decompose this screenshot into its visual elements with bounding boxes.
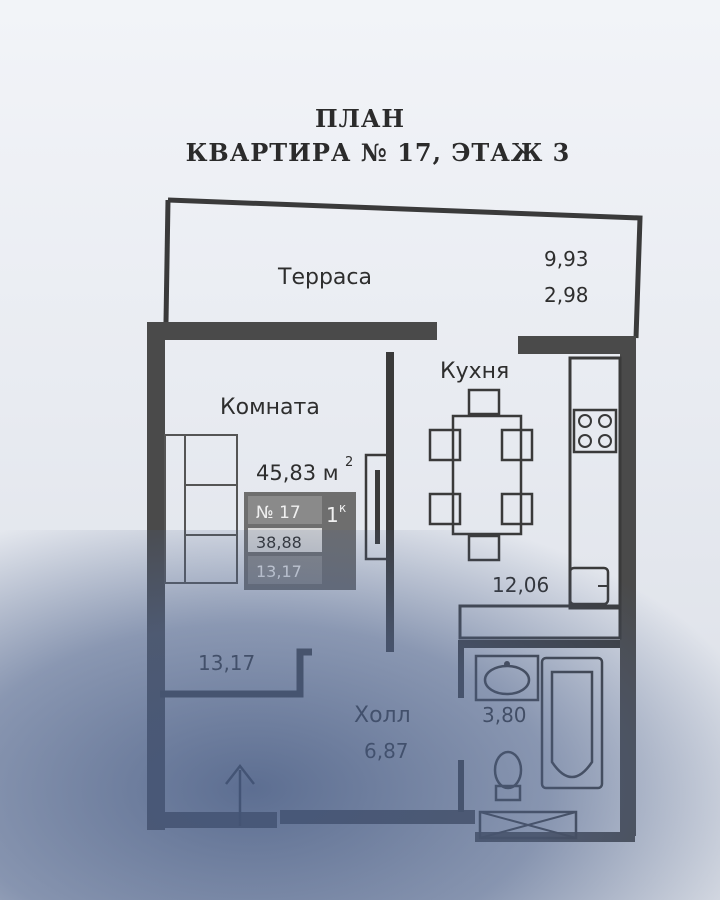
stove-burner-2 bbox=[598, 414, 612, 428]
kitchen-area: 12,06 bbox=[492, 573, 549, 597]
chair-left-2 bbox=[428, 492, 462, 526]
terrace bbox=[163, 197, 643, 339]
terrace-outer-wall bbox=[167, 197, 643, 339]
washbasin-drain bbox=[504, 661, 510, 667]
bathtub-inner bbox=[550, 670, 594, 779]
bathroom-fixtures bbox=[474, 654, 604, 840]
bottom-wall-left bbox=[147, 812, 277, 828]
chair-right-2 bbox=[500, 492, 534, 526]
room-kitchen-wall bbox=[386, 352, 394, 652]
chair-bottom bbox=[467, 534, 501, 562]
bath-left-wall-bottom bbox=[458, 760, 464, 812]
plan-title: ПЛАН bbox=[314, 104, 406, 133]
hall-label: Холл bbox=[354, 703, 411, 728]
tile-room-count: 1 bbox=[326, 503, 339, 527]
tile-room-area: 13,17 bbox=[256, 562, 302, 581]
sofa-frame bbox=[164, 434, 238, 584]
wardrobe-rail bbox=[375, 470, 380, 544]
tile-number-cell bbox=[248, 496, 322, 524]
dining-table bbox=[428, 388, 534, 562]
wardrobe bbox=[364, 453, 390, 561]
total-area-unit-sup: 2 bbox=[345, 455, 353, 470]
washbasin bbox=[483, 664, 531, 696]
apartment-title: КВАРТИРА № 17, ЭТАЖ 3 bbox=[185, 138, 571, 167]
sofa bbox=[164, 434, 238, 584]
total-area: 45,83 м bbox=[256, 461, 339, 485]
chair-left-1 bbox=[428, 428, 462, 462]
right-wall bbox=[620, 336, 636, 836]
stove bbox=[572, 408, 618, 454]
counter-bottom bbox=[458, 604, 622, 640]
tile-room-count-sup: к bbox=[339, 501, 346, 515]
bath-left-wall-top bbox=[458, 640, 464, 698]
left-wall bbox=[147, 322, 165, 830]
tile-apartment-number: № 17 bbox=[256, 503, 301, 523]
stove-burner-1 bbox=[578, 414, 592, 428]
tile-living-area: 38,88 bbox=[256, 533, 302, 552]
bottom-wall-mid bbox=[280, 810, 475, 824]
room-area: 13,17 bbox=[198, 651, 255, 675]
terrace-left-wall bbox=[163, 199, 171, 323]
top-wall-right bbox=[518, 336, 636, 354]
kitchen-bath-wall bbox=[458, 640, 620, 648]
terrace-area-reduced: 2,98 bbox=[544, 283, 589, 307]
toilet-bowl bbox=[493, 750, 523, 790]
terrace-label: Терраса bbox=[277, 265, 372, 290]
apartment-summary-tile: № 17 1 к 38,88 13,17 bbox=[244, 492, 356, 590]
room-label: Комната bbox=[220, 395, 320, 420]
stove-burner-4 bbox=[598, 434, 612, 448]
bathroom-area: 3,80 bbox=[482, 703, 527, 727]
chair-top bbox=[467, 388, 501, 416]
terrace-area: 9,93 bbox=[544, 247, 589, 271]
counter-top bbox=[568, 356, 622, 610]
kitchen-label: Кухня bbox=[440, 359, 509, 384]
top-wall-left bbox=[155, 322, 437, 340]
table bbox=[451, 414, 523, 536]
stove-burner-3 bbox=[578, 434, 592, 448]
chair-right-1 bbox=[500, 428, 534, 462]
hall-area: 6,87 bbox=[364, 739, 409, 763]
